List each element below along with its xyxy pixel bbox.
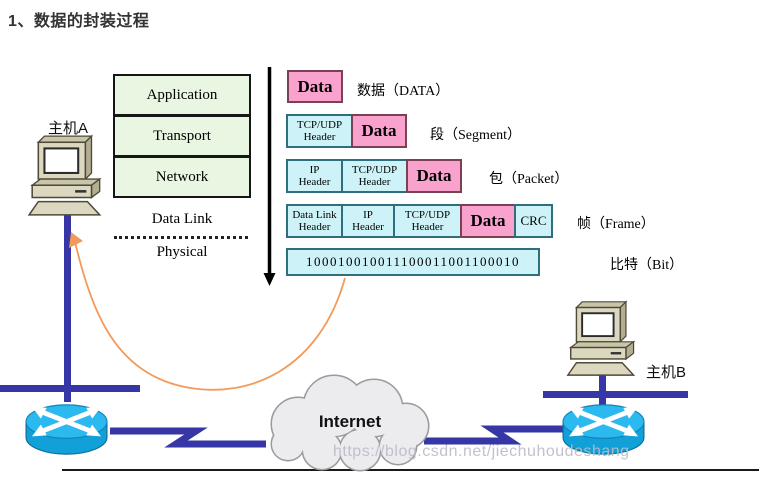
host-a-label: 主机A [48, 120, 89, 137]
right-wan-zigzag-link [424, 425, 566, 445]
left-wan-zigzag-link [110, 427, 266, 448]
layer-stack-box: Application Transport Network [113, 74, 251, 198]
packet-ip-header-box: IP Header [286, 159, 343, 193]
encapsulation-down-arrowhead [263, 273, 276, 286]
layer-application: Application [115, 76, 249, 117]
right-router-icon [562, 404, 645, 455]
host-a-computer-icon [27, 134, 102, 216]
packet-label: 包（Packet） [489, 172, 569, 187]
segment-data-box: Data [351, 114, 407, 148]
dotted-divider [114, 236, 248, 239]
bit-label: 比特（Bit） [610, 258, 684, 273]
bit-stream-box: 100010010011100011001100010 [286, 248, 540, 276]
frame-data-box: Data [460, 204, 516, 238]
internet-label: Internet [318, 412, 382, 431]
bits-to-host-curve-arrow [74, 241, 346, 391]
layer-network: Network [155, 168, 209, 185]
page-title: 1、数据的封装过程 [8, 13, 150, 30]
layer-physical: Physical [156, 244, 208, 260]
watermark-text: https://blog.csdn.net/jiechuhoudeshang [333, 443, 630, 460]
frame-datalink-header-box: Data Link Header [286, 204, 343, 238]
segment-label: 段（Segment） [430, 128, 521, 143]
frame-crc-box: CRC [514, 204, 553, 238]
layer-data-link: Data Link [151, 211, 213, 227]
host-b-computer-icon [566, 300, 636, 376]
layer-transport: Transport [115, 117, 249, 158]
bits-to-host-arrowhead [69, 232, 83, 248]
pdu-data-label: 数据（DATA） [357, 84, 450, 99]
packet-data-box: Data [406, 159, 462, 193]
frame-ip-header-box: IP Header [341, 204, 395, 238]
pdu-data-box: Data [287, 70, 343, 103]
internet-cloud-icon [270, 374, 430, 472]
frame-label: 帧（Frame） [577, 217, 655, 232]
left-router-icon [25, 404, 108, 455]
frame-tcpudp-header-box: TCP/UDP Header [393, 204, 462, 238]
segment-tcpudp-header-box: TCP/UDP Header [286, 114, 353, 148]
host-b-label: 主机B [646, 364, 687, 381]
packet-tcpudp-header-box: TCP/UDP Header [341, 159, 408, 193]
